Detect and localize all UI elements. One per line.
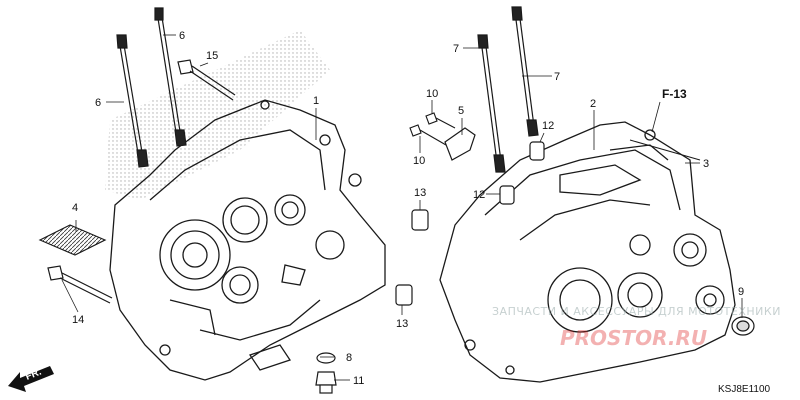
callout-2: 2 [590,98,596,110]
right-crankcase [439,121,736,383]
dowel-pin-12a [529,141,545,161]
dowel-pin-13b [395,284,413,306]
leader-lines [61,34,743,381]
stud-bolt-right-a [477,34,506,173]
callout-10b: 10 [413,155,425,167]
callout-11: 11 [353,375,364,387]
callout-3: 3 [703,158,709,170]
callout-12a: 12 [542,120,554,132]
callout-15: 15 [206,50,218,62]
callout-10a: 10 [426,88,438,100]
stud-bolt-left-a [154,7,187,147]
right-case-edge [629,139,701,161]
bracket-5 [444,127,476,161]
watermark-brand: PROSTOR.RU [560,326,707,350]
callout-14: 14 [72,314,84,326]
callout-1: 1 [313,95,319,107]
callout-5: 5 [458,105,464,117]
bolt-10b [409,124,447,146]
callout-6a: 6 [179,30,185,42]
callout-9: 9 [738,286,744,298]
flange-bolt-15 [177,59,236,101]
figure-reference-leader [651,101,661,133]
callout-13a: 13 [414,187,426,199]
oil-seal-9 [731,316,755,336]
drain-bolt-11 [315,371,337,394]
callout-7b: 7 [554,71,560,83]
diagram-code: KSJ8E1100 [718,384,771,395]
callout-8: 8 [346,352,352,364]
bolt-10a [425,112,456,129]
figure-reference: F-13 [662,87,687,101]
callout-4: 4 [72,202,78,214]
stud-bolt-left-b [116,34,149,168]
callout-13b: 13 [396,318,408,330]
left-case-shading [105,30,330,200]
callout-7a: 7 [453,43,459,55]
left-crankcase [109,99,386,381]
watermark-text: ЗАПЧАСТИ И АКСЕССУАРЫ ДЛЯ МОТОТЕХНИКИ [492,305,781,318]
direction-label: FR. [24,366,43,382]
callout-6b: 6 [95,97,101,109]
sealing-washer-8 [316,352,336,364]
oil-strainer-screen [38,224,107,256]
callout-12b: 12 [473,189,485,201]
dowel-pin-13a [411,209,429,231]
front-direction-arrow: FR. [8,366,54,392]
stud-bolt-right-b [511,6,539,137]
dowel-pin-12b [499,185,515,205]
flange-bolt-14 [47,265,113,304]
